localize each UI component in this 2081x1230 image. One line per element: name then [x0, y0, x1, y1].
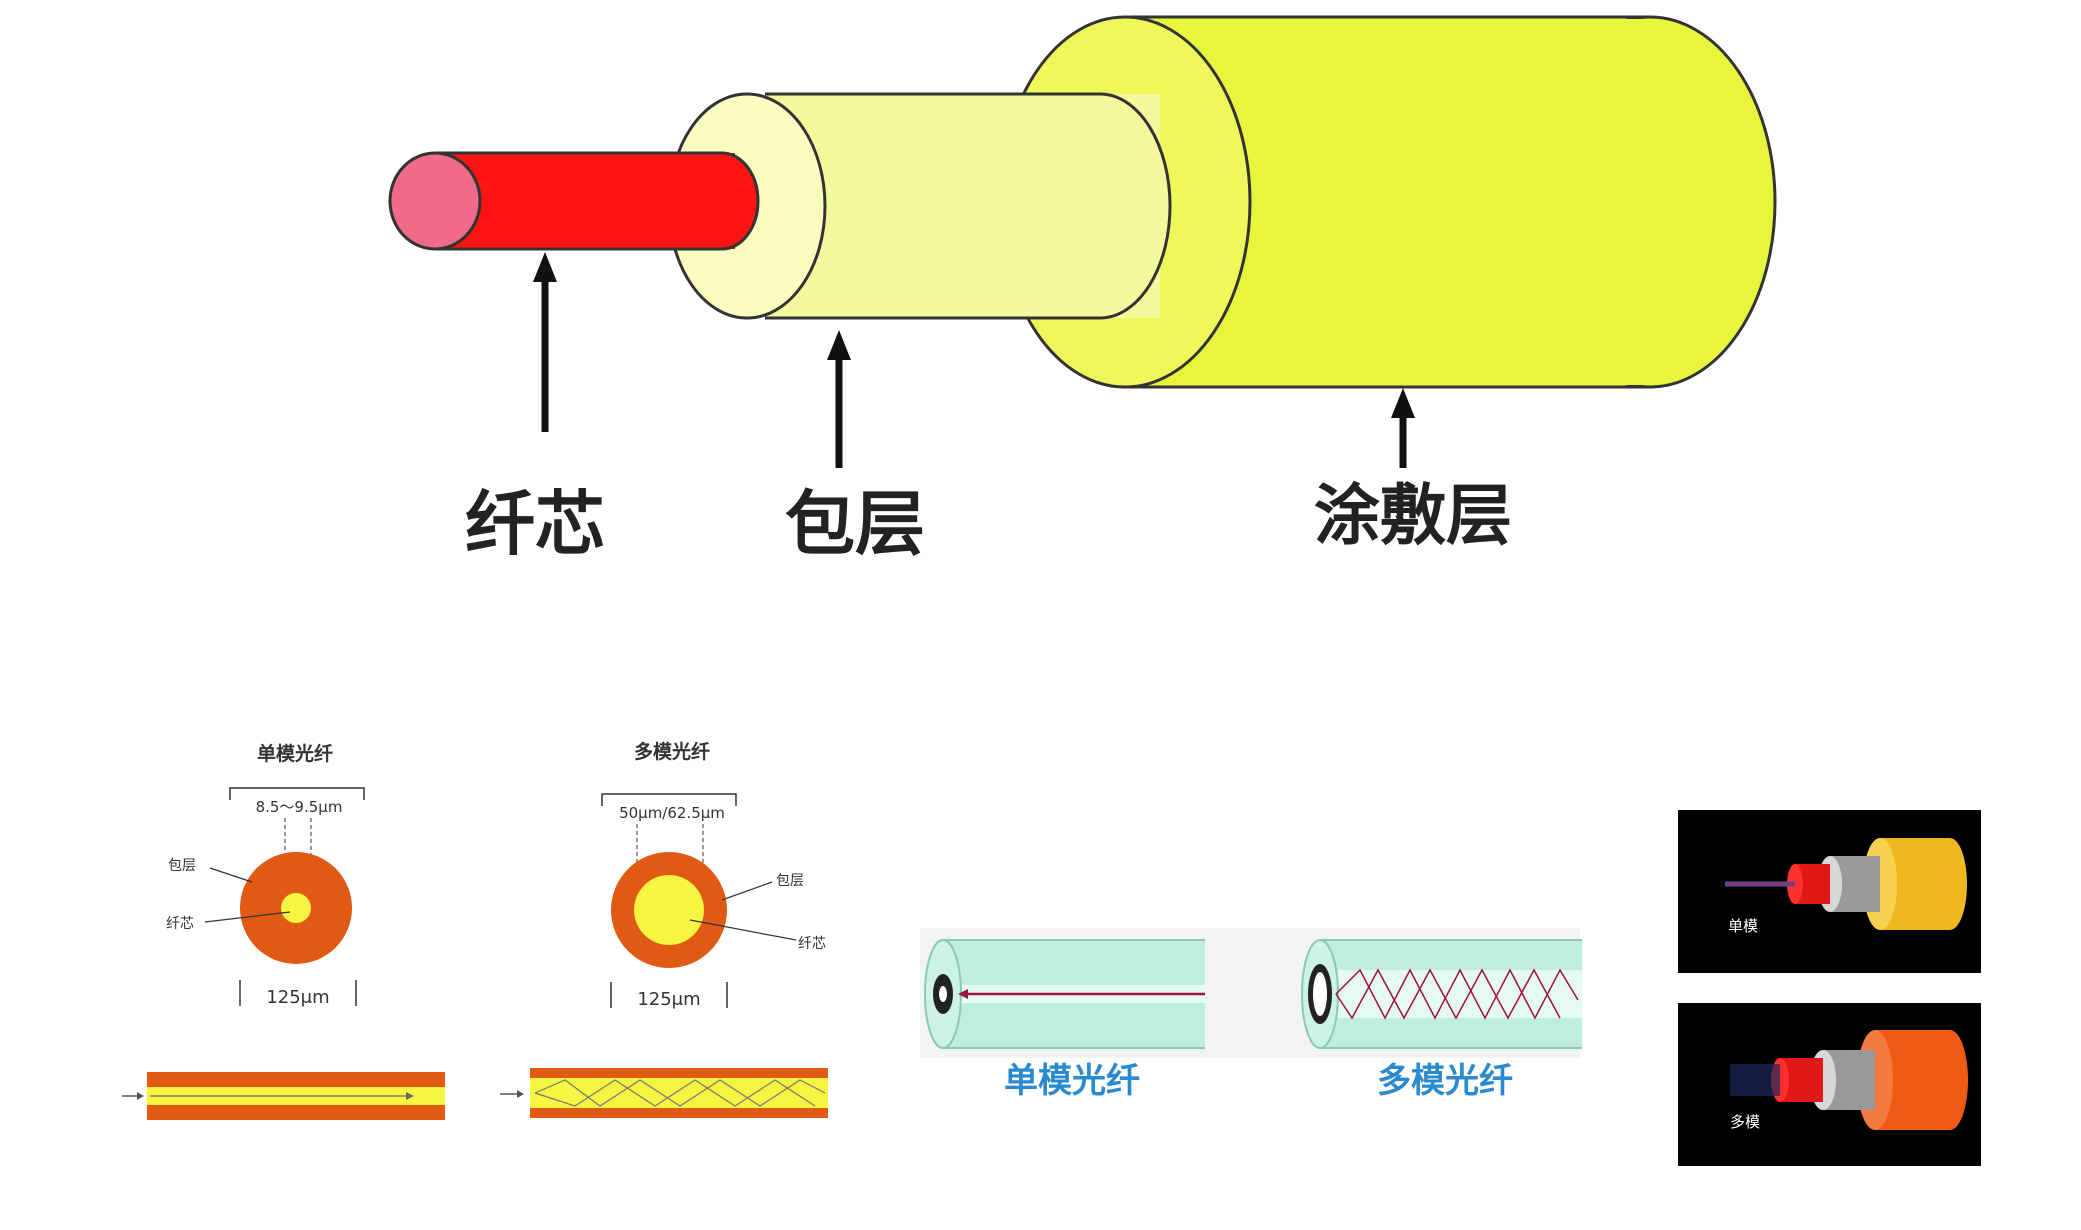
- single-mode-tube: [924, 939, 1205, 1049]
- tube-diagram: 单模光纤 多模光纤: [920, 928, 1582, 1101]
- multi-mode-core-dimension: 50μm/62.5μm: [619, 804, 725, 822]
- coating-arrow: [1391, 388, 1415, 468]
- multi-mode-thumbnail: 多模: [1678, 1003, 1981, 1166]
- single-mode-cross-section: 单模光纤 8.5～9.5μm 包层 纤芯 125μm: [166, 742, 365, 1008]
- single-mode-tube-label: 单模光纤: [1004, 1061, 1140, 1101]
- single-mode-core-label: 纤芯: [166, 916, 194, 932]
- single-mode-thumbnail: 单模: [1678, 810, 1981, 973]
- multi-mode-strip: [500, 1068, 828, 1118]
- multi-mode-tube: [1301, 939, 1582, 1049]
- multi-mode-core-label: 纤芯: [798, 936, 826, 952]
- single-mode-thumbnail-label: 单模: [1728, 917, 1758, 935]
- main-fiber-diagram: 纤芯 包层 涂敷层: [388, 15, 1777, 565]
- coating-label: 涂敷层: [1314, 477, 1512, 554]
- single-mode-cladding-label: 包层: [168, 858, 196, 874]
- multi-mode-tube-label: 多模光纤: [1377, 1061, 1513, 1101]
- single-mode-clad-dimension: 125μm: [266, 987, 329, 1008]
- multi-mode-cladding-label: 包层: [776, 873, 804, 889]
- core-arrow: [533, 252, 557, 432]
- core-layer: [388, 151, 760, 251]
- multi-mode-thumbnail-label: 多模: [1730, 1113, 1760, 1131]
- core-label: 纤芯: [465, 483, 605, 565]
- multi-mode-title: 多模光纤: [634, 740, 710, 763]
- single-mode-strip: [122, 1072, 445, 1120]
- cladding-arrow: [827, 330, 851, 468]
- cladding-label: 包层: [785, 483, 925, 565]
- single-mode-core-dimension: 8.5～9.5μm: [256, 798, 343, 816]
- multi-mode-clad-dimension: 125μm: [637, 989, 700, 1010]
- multi-mode-cross-section: 多模光纤 50μm/62.5μm 包层 纤芯 125μm: [601, 740, 826, 1010]
- single-mode-title: 单模光纤: [257, 742, 333, 765]
